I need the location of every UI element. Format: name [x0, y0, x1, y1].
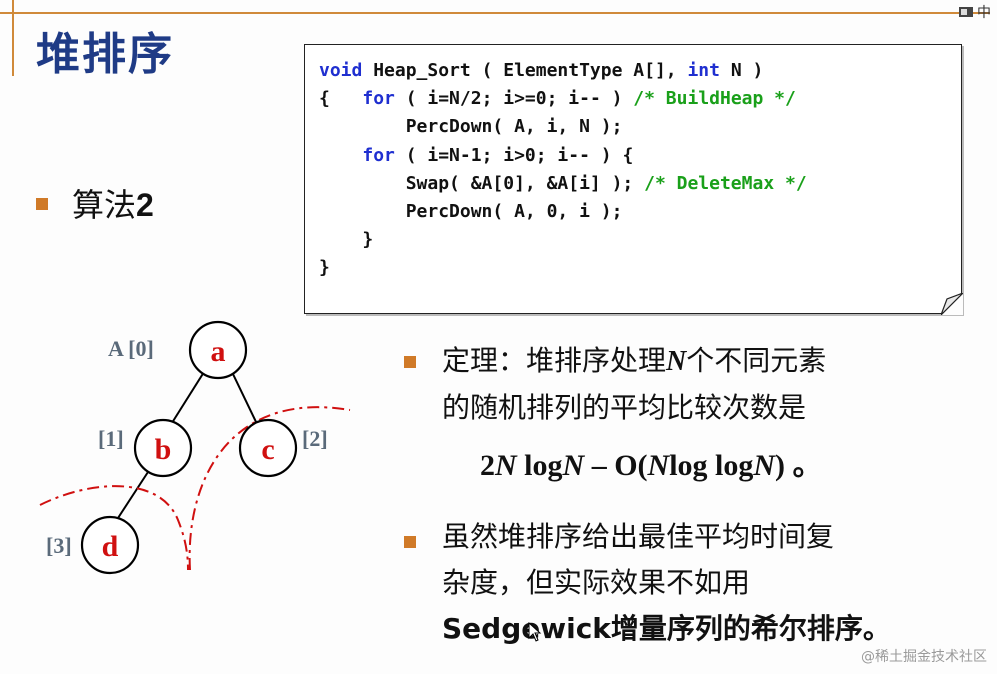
theorem-line: 的随机排列的平均比较次数是: [442, 391, 807, 424]
tree-edge-a-b: [169, 371, 205, 427]
formula-part: ) 。: [775, 449, 823, 482]
mouse-cursor-icon: [528, 622, 542, 642]
code-comment: /* DeleteMax */: [644, 172, 807, 194]
code-text: {: [319, 88, 363, 110]
watermark: @稀土掘金技术社区: [861, 649, 987, 665]
tree-node-label: c: [261, 433, 274, 466]
heap-boundary-curve: [188, 406, 351, 571]
tree-node: a: [188, 320, 248, 380]
bullet-icon: [36, 198, 48, 210]
note-text: 虽然堆排序给出最佳平均时间复 杂度，但实际效果不如用 Sedgewick增量序列…: [442, 514, 891, 652]
tree-node-index: [2]: [302, 426, 328, 451]
formula-part: 2: [480, 449, 495, 482]
code-block: void Heap_Sort ( ElementType A[], int N …: [319, 57, 807, 283]
formula-variable: N: [495, 449, 517, 482]
note-line: 杂度，但实际效果不如用: [442, 566, 751, 599]
formula-variable: N: [753, 449, 776, 482]
slide-frame-top: [0, 12, 990, 14]
page-fold-icon: [941, 293, 963, 315]
code-text: [319, 145, 362, 166]
heap-boundary-curve: [39, 485, 189, 571]
slide-frame-left: [12, 0, 14, 76]
theorem-text-part: 个不同元素: [686, 344, 827, 377]
heap-tree-diagram: a A [0] b [1] c [2] d [3]: [39, 320, 351, 575]
bullet-icon: [404, 536, 416, 548]
tree-edge-b-d: [117, 471, 149, 519]
tree-node-label: d: [102, 530, 119, 563]
tree-node-label: a: [211, 335, 226, 368]
code-text: Swap( &A[0], &A[i] );: [319, 172, 645, 194]
code-text: PercDown( A, i, N );: [319, 116, 623, 138]
formula-part: log: [516, 449, 563, 482]
formula-variable: N: [647, 449, 670, 482]
window-icon[interactable]: [958, 4, 974, 20]
code-text: ( i=N/2; i>=0; i-- ): [394, 88, 634, 110]
tree-node-label: b: [155, 433, 172, 466]
tree-node: c: [238, 418, 298, 478]
code-box: void Heap_Sort ( ElementType A[], int N …: [304, 44, 963, 315]
tree-node-index: [3]: [46, 533, 72, 558]
code-text: }: [319, 257, 330, 279]
language-toggle[interactable]: 中: [977, 5, 991, 21]
note-line: 虽然堆排序给出最佳平均时间复: [442, 520, 835, 553]
code-text: PercDown( A, 0, i );: [319, 201, 623, 223]
slide-title: 堆排序: [36, 29, 174, 80]
code-keyword: for: [362, 88, 395, 110]
theorem-text-part: 定理：堆排序处理: [442, 344, 667, 377]
formula-variable: N: [562, 449, 585, 482]
theorem-line: 定理：堆排序处理N个不同元素: [442, 338, 826, 385]
code-keyword: int: [687, 60, 720, 81]
formula-part: log log: [669, 449, 754, 482]
complexity-formula: 2N logN – O(Nlog logN) 。: [480, 440, 823, 484]
code-text: Heap_Sort ( ElementType A[],: [362, 60, 688, 81]
code-text: ( i=N-1; i>0; i-- ) {: [394, 144, 634, 166]
tree-node-index: A [0]: [108, 336, 154, 361]
tree-edge-a-c: [231, 371, 259, 427]
formula-part: – O(: [584, 449, 648, 482]
tree-node: d: [80, 515, 140, 575]
note-line: Sedgewick增量序列的希尔排序。: [442, 612, 891, 645]
algorithm-label: 算法2: [72, 180, 154, 226]
code-keyword: for: [362, 144, 395, 166]
algorithm-number: 2: [136, 187, 154, 223]
code-text: }: [319, 229, 374, 251]
code-text: N ): [719, 60, 764, 81]
theorem-text: 定理：堆排序处理N个不同元素 的随机排列的平均比较次数是: [442, 338, 826, 431]
theorem-variable: N: [666, 346, 687, 377]
tree-node-index: [1]: [98, 426, 124, 451]
tree-node: b: [133, 418, 193, 478]
code-comment: /* BuildHeap */: [633, 88, 796, 110]
top-toolbar: 中: [958, 2, 991, 22]
code-keyword: void: [319, 60, 363, 81]
algorithm-label-prefix: 算法: [72, 186, 137, 224]
bullet-icon: [404, 356, 416, 368]
